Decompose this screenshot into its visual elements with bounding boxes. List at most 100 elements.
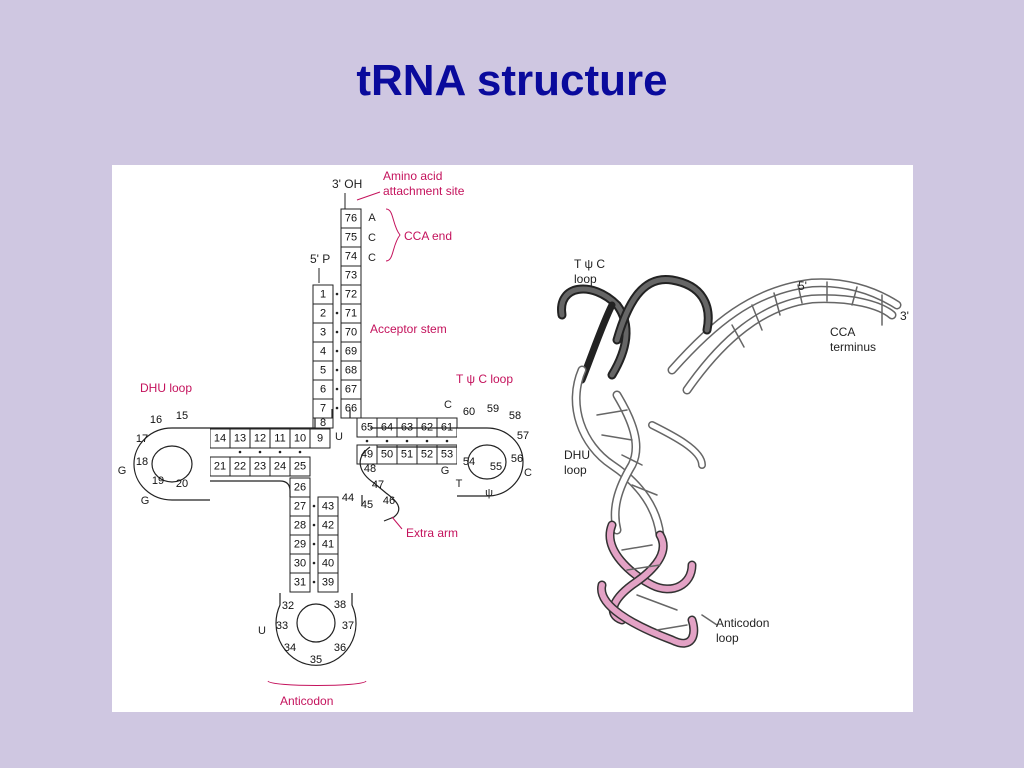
base-pair-dot: [278, 450, 282, 454]
base-pair-dot: [365, 439, 369, 443]
anticodon-loop-38: 38: [334, 599, 346, 611]
acceptor-right-71: 71: [345, 308, 357, 320]
anticodon-right-43: 43: [322, 501, 334, 513]
base-pair-dot: [312, 542, 316, 546]
base-pair-dot: [312, 523, 316, 527]
anticodon-loop-35: 35: [310, 654, 322, 666]
tpsic-bottom-49: 49: [361, 449, 373, 461]
anticodon-loop-36: 36: [334, 642, 346, 654]
acceptor-right-74: 74: [345, 251, 357, 263]
nucleotide-8-box: [312, 417, 334, 429]
anticodon-right-40: 40: [322, 558, 334, 570]
base-pair-dot: [335, 311, 339, 315]
five-prime-p-label: 5' P: [310, 252, 330, 266]
dhu-loop-19: 19: [152, 475, 164, 487]
dhu-top-9: 9: [317, 433, 323, 445]
variable-loop-shape: [359, 446, 400, 522]
base-pair-dot: [298, 450, 302, 454]
dhu-top-11: 11: [274, 433, 285, 445]
acceptor-left-5: 5: [320, 365, 326, 377]
tpsic-loop-58: 58: [509, 410, 521, 422]
acceptor-right-67: 67: [345, 384, 357, 396]
tpsic-bottom-53: 53: [441, 449, 453, 461]
acceptor-left-2: 2: [320, 308, 326, 320]
dhu-loop-20: 20: [176, 478, 188, 490]
anticodon-right-41: 41: [322, 539, 334, 551]
base-u-anticodon: U: [258, 625, 266, 637]
dhu-top-10: 10: [294, 433, 306, 445]
dhu-bottom-24: 24: [274, 461, 286, 473]
cca-end-label: CCA end: [404, 229, 452, 243]
variable-loop-47: 47: [372, 479, 384, 491]
amino-acid-label-2: attachment site: [383, 184, 465, 198]
anticodon-loop-32: 32: [282, 600, 294, 612]
dhu-loop-18: 18: [136, 456, 148, 468]
anticodon-left-27: 27: [294, 501, 306, 513]
anticodon-left-30: 30: [294, 558, 306, 570]
cca-base-c1: C: [368, 232, 376, 244]
acceptor-stem-label: Acceptor stem: [370, 322, 447, 336]
acceptor-left-4: 4: [320, 346, 326, 358]
anticodon-right-42: 42: [322, 520, 334, 532]
tertiary-cca-label-2: terminus: [830, 340, 876, 354]
acceptor-left-7: 7: [320, 403, 326, 415]
tertiary-anticodon-label-2: loop: [716, 631, 739, 645]
base-pair-dot: [335, 349, 339, 353]
anticodon-loop-33: 33: [276, 620, 288, 632]
base-pair-dot: [238, 450, 242, 454]
junction-lines: [210, 409, 457, 505]
anticodon-right-39: 39: [322, 577, 334, 589]
acceptor-right-70: 70: [345, 327, 357, 339]
dhu-bottom-22: 22: [234, 461, 246, 473]
tertiary-cca-label-1: CCA: [830, 325, 855, 339]
tpsic-loop-shape: [457, 427, 524, 497]
acceptor-right-66: 66: [345, 403, 357, 415]
anticodon-brace: [267, 680, 367, 686]
base-pair-dot: [312, 504, 316, 508]
dhu-loop-shape: [133, 427, 210, 501]
base-pair-dot: [335, 387, 339, 391]
tertiary-three-prime: 3': [900, 309, 909, 323]
dhu-bottom-25: 25: [294, 461, 306, 473]
acceptor-right-76: 76: [345, 213, 357, 225]
slide-title: tRNA structure: [356, 56, 668, 105]
tpsic-bottom-52: 52: [421, 449, 433, 461]
base-u8: U: [335, 431, 343, 443]
base-pair-dot: [385, 439, 389, 443]
dhu-loop-16: 16: [150, 414, 162, 426]
base-psi: ψ: [485, 487, 493, 499]
acceptor-right-72: 72: [345, 289, 357, 301]
anticodon-left-31-box: [289, 572, 311, 593]
base-pair-dot: [425, 439, 429, 443]
dhu-top-9-box: [309, 428, 331, 449]
anticodon-loop-shape: [275, 593, 357, 666]
dhu-bottom-21: 21: [214, 461, 226, 473]
cca-brace: [385, 208, 401, 262]
dhu-bottom-25-box: [289, 456, 311, 477]
amino-acid-arrow: [356, 191, 381, 201]
base-g-t: G: [441, 465, 450, 477]
tertiary-tpsic-label-2: loop: [574, 272, 597, 286]
base-pair-dot: [335, 406, 339, 410]
tertiary-anticodon-label-1: Anticodon: [716, 616, 769, 630]
base-g-a: G: [118, 465, 127, 477]
dhu-bottom-23: 23: [254, 461, 266, 473]
base-c-top: C: [444, 399, 452, 411]
tpsic-top-65: 65: [361, 422, 373, 434]
dhu-top-12: 12: [254, 433, 266, 445]
variable-loop-44: 44: [342, 492, 354, 504]
tertiary-tpsic-label-1: T ψ C: [574, 257, 605, 271]
base-pair-dot: [312, 561, 316, 565]
three-prime-oh-label: 3' OH: [332, 177, 362, 191]
anticodon-label: Anticodon: [280, 694, 333, 708]
variable-loop-45: 45: [361, 499, 373, 511]
tpsic-bottom-51: 51: [401, 449, 413, 461]
anticodon-loop-37: 37: [342, 620, 354, 632]
base-pair-dot: [258, 450, 262, 454]
variable-loop-46: 46: [383, 495, 395, 507]
acceptor-right-75: 75: [345, 232, 357, 244]
amino-acid-label-1: Amino acid: [383, 169, 442, 183]
